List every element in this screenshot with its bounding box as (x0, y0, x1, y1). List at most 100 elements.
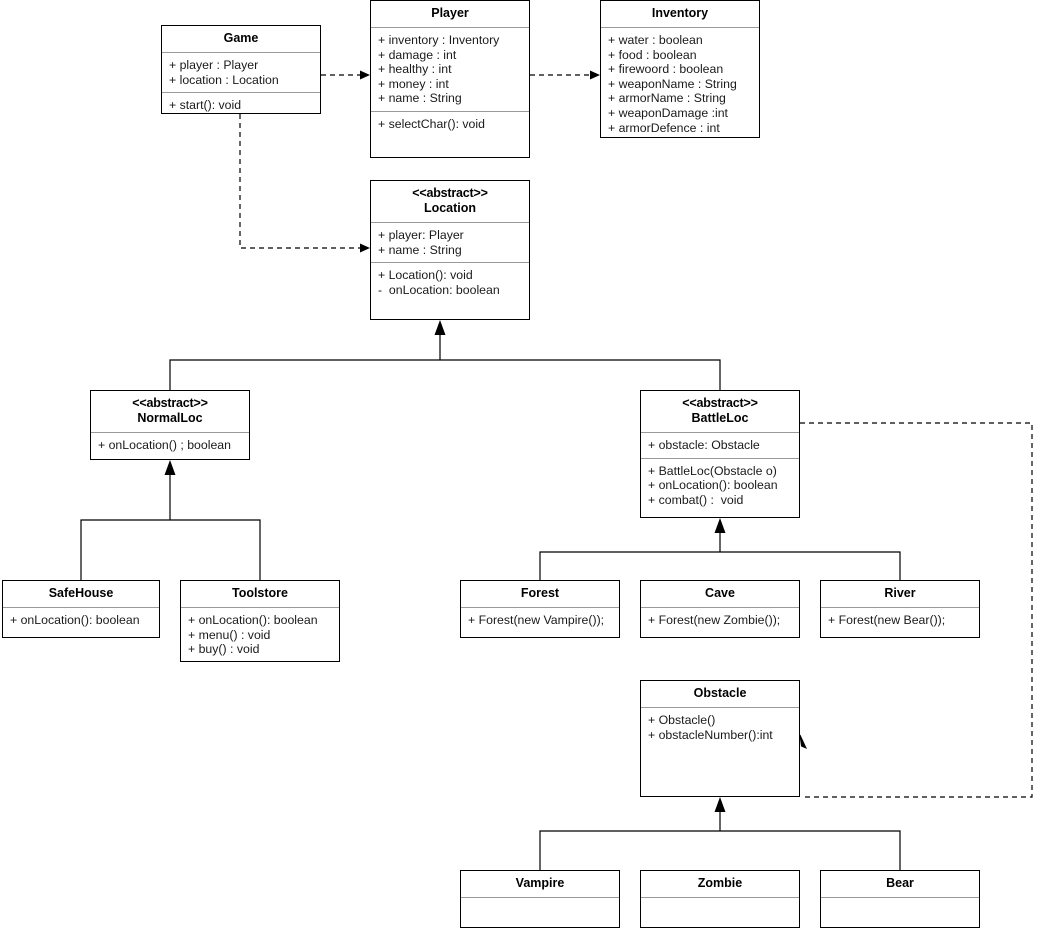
attribute-row: + armorName : String (608, 91, 726, 106)
attribute-row: + name : String (378, 91, 462, 106)
class-name-vampire: Vampire (515, 876, 565, 890)
uml-class-toolstore[interactable]: Toolstore + onLocation(): boolean+ menu()… (180, 580, 340, 662)
class-header-inventory: Inventory (601, 1, 759, 28)
class-header-river: River (821, 581, 979, 608)
class-attributes-vampire (461, 898, 619, 927)
class-name-safehouse: SafeHouse (48, 586, 114, 600)
class-name-normalloc: NormalLoc (137, 411, 203, 425)
class-name-river: River (884, 586, 916, 600)
attribute-row: + onLocation() ; boolean (98, 438, 231, 452)
attribute-row: + menu() : void (188, 627, 271, 642)
connector-subclasses-to-battleloc (539, 518, 901, 580)
class-attributes-river: + Forest(new Bear()); (821, 608, 979, 637)
uml-class-bear[interactable]: Bear (820, 870, 980, 928)
class-attributes-safehouse: + onLocation(): boolean (3, 608, 159, 637)
operation-row: + start(): void (169, 98, 242, 113)
connector-game-location (239, 114, 370, 253)
class-operations-game: + start(): void (162, 92, 320, 118)
connector-subclasses-to-location (169, 320, 721, 390)
attribute-row: + Forest(new Zombie()); (648, 613, 781, 627)
class-stereotype-battleloc: <<abstract>> (682, 396, 758, 410)
class-name-cave: Cave (705, 586, 735, 600)
class-header-location: <<abstract>>Location (371, 181, 529, 223)
class-header-zombie: Zombie (641, 871, 799, 898)
class-operations-battleloc: + BattleLoc(Obstacle o)+ onLocation(): b… (641, 457, 799, 517)
attribute-row: + weaponDamage :int (608, 105, 728, 120)
class-name-toolstore: Toolstore (231, 586, 289, 600)
uml-class-cave[interactable]: Cave + Forest(new Zombie()); (640, 580, 800, 638)
uml-class-safehouse[interactable]: SafeHouse + onLocation(): boolean (2, 580, 160, 638)
uml-class-river[interactable]: River + Forest(new Bear()); (820, 580, 980, 638)
uml-class-obstacle[interactable]: Obstacle + Obstacle()+ obstacleNumber():i… (640, 680, 800, 797)
uml-class-zombie[interactable]: Zombie (640, 870, 800, 928)
class-name-obstacle: Obstacle (693, 686, 747, 700)
attribute-row: + Forest(new Vampire()); (468, 613, 605, 627)
uml-class-game[interactable]: Game + player : Player+ location : Locati… (161, 25, 321, 114)
class-name-inventory: Inventory (651, 6, 709, 20)
class-name-zombie: Zombie (697, 876, 743, 890)
attribute-row: + obstacleNumber():int (648, 727, 773, 742)
uml-class-battleloc[interactable]: <<abstract>>BattleLoc + obstacle: Obstacl… (640, 390, 800, 518)
class-attributes-zombie (641, 898, 799, 927)
class-attributes-game: + player : Player+ location : Location (162, 53, 320, 92)
attribute-row: + Forest(new Bear()); (828, 613, 946, 627)
uml-class-forest[interactable]: Forest + Forest(new Vampire()); (460, 580, 620, 638)
class-attributes-battleloc: + obstacle: Obstacle (641, 433, 799, 458)
attribute-row: + inventory : Inventory (378, 33, 500, 47)
class-name-location: Location (423, 201, 477, 215)
class-operations-player: + selectChar(): void (371, 110, 529, 157)
connector-game-player (321, 70, 370, 80)
operation-row: + Location(): void (378, 268, 473, 283)
attribute-row: + money : int (378, 76, 449, 91)
operation-row: + selectChar(): void (378, 116, 485, 131)
attribute-row: + onLocation(): boolean (10, 613, 140, 627)
class-attributes-player: + inventory : Inventory+ damage : int+ h… (371, 28, 529, 111)
class-name-battleloc: BattleLoc (691, 411, 749, 425)
attribute-row: + armorDefence : int (608, 120, 720, 135)
class-header-normalloc: <<abstract>>NormalLoc (91, 391, 249, 433)
connector-subclasses-to-obstacle (539, 797, 901, 870)
operation-row: + combat() : void (648, 492, 744, 507)
attribute-row: + onLocation(): boolean (188, 613, 318, 627)
class-operations-location: + Location(): void- onLocation: boolean (371, 262, 529, 319)
operation-row: + onLocation(): boolean (648, 478, 778, 493)
class-attributes-bear (821, 898, 979, 927)
uml-class-vampire[interactable]: Vampire (460, 870, 620, 928)
class-attributes-inventory: + water : boolean+ food : boolean+ firew… (601, 28, 759, 140)
uml-class-player[interactable]: Player + inventory : Inventory+ damage : … (370, 0, 530, 158)
class-attributes-cave: + Forest(new Zombie()); (641, 608, 799, 637)
attribute-row: + food : boolean (608, 47, 697, 62)
class-header-obstacle: Obstacle (641, 681, 799, 708)
uml-class-normalloc[interactable]: <<abstract>>NormalLoc + onLocation() ; bo… (90, 390, 250, 460)
class-header-player: Player (371, 1, 529, 28)
attribute-row: + name : String (378, 242, 462, 257)
attribute-row: + location : Location (169, 72, 279, 87)
class-name-bear: Bear (886, 876, 914, 890)
class-header-bear: Bear (821, 871, 979, 898)
class-header-cave: Cave (641, 581, 799, 608)
class-name-game: Game (223, 31, 259, 45)
attribute-row: + weaponName : String (608, 76, 737, 91)
class-name-forest: Forest (520, 586, 560, 600)
uml-class-location[interactable]: <<abstract>>Location+ player: Player+ na… (370, 180, 530, 320)
connector-subclasses-to-normalloc (80, 460, 261, 580)
class-attributes-location: + player: Player+ name : String (371, 223, 529, 262)
class-header-battleloc: <<abstract>>BattleLoc (641, 391, 799, 433)
operation-row: + BattleLoc(Obstacle o) (648, 463, 777, 478)
uml-class-inventory[interactable]: Inventory + water : boolean+ food : boole… (600, 0, 760, 138)
class-name-player: Player (431, 6, 469, 20)
connector-player-inventory (530, 70, 600, 80)
attribute-row: + healthy : int (378, 62, 452, 77)
class-attributes-forest: + Forest(new Vampire()); (461, 608, 619, 637)
attribute-row: + firewoord : boolean (608, 62, 724, 77)
attribute-row: + water : boolean (608, 33, 703, 47)
operation-row: - onLocation: boolean (378, 282, 500, 297)
attribute-row: + obstacle: Obstacle (648, 438, 760, 452)
class-attributes-obstacle: + Obstacle()+ obstacleNumber():int (641, 708, 799, 796)
class-stereotype-normalloc: <<abstract>> (132, 396, 208, 410)
class-attributes-normalloc: + onLocation() ; boolean (91, 433, 249, 459)
attribute-row: + player : Player (169, 58, 259, 72)
attribute-row: + buy() : void (188, 642, 260, 657)
attribute-row: + Obstacle() (648, 713, 716, 727)
